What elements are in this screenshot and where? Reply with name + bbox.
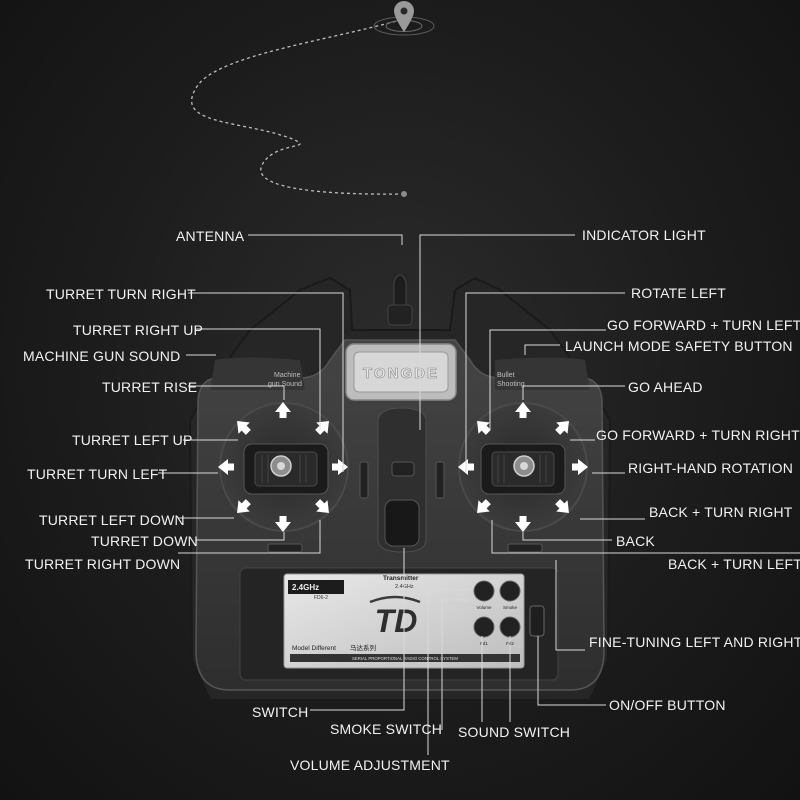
right-arrow-down-right-icon <box>555 499 569 513</box>
label-back-turn-right: BACK + TURN RIGHT <box>649 504 793 520</box>
fd2-switch[interactable] <box>499 616 521 638</box>
label-go-forward-turn-right: GO FORWARD + TURN RIGHT <box>596 427 800 443</box>
leader-volume-adjustment <box>427 589 470 755</box>
right-vertical-trim[interactable] <box>435 461 445 499</box>
right-stick[interactable] <box>513 455 535 477</box>
panel-frequency: 2.4GHz <box>292 583 319 592</box>
label-right-hand-rotation: RIGHT-HAND ROTATION <box>628 460 794 476</box>
left-horizontal-trim[interactable] <box>267 543 303 553</box>
leader-antenna <box>248 234 403 245</box>
label-switch: SWITCH <box>252 704 309 720</box>
label-sound-switch: SOUND SWITCH <box>458 724 571 740</box>
knob-volume-label: Volume <box>476 605 492 610</box>
left-arrow-down-right-icon <box>315 499 329 513</box>
right-arrow-up-right-icon <box>555 421 569 435</box>
left-arrow-up-right-icon <box>315 421 329 435</box>
leader-back <box>522 532 612 541</box>
label-turret-turn-left: TURRET TURN LEFT <box>27 466 168 482</box>
knob-fd1-label: Fd1 <box>480 641 488 646</box>
label-back-turn-left: BACK + TURN LEFT <box>668 556 800 572</box>
panel-footer: SERIAL PROPORTIONAL RADIO CONTROL SYSTEM <box>352 656 458 661</box>
on-off-button[interactable] <box>529 605 545 637</box>
left-vertical-trim[interactable] <box>359 461 369 499</box>
label-rotate-left: ROTATE LEFT <box>631 285 727 301</box>
panel-model-cn: 马达系列 <box>350 643 376 652</box>
smoke-switch[interactable] <box>499 580 521 602</box>
panel-logo: TD <box>375 603 418 639</box>
label-back: BACK <box>616 533 655 549</box>
panel-model: Model Different <box>292 645 336 652</box>
machine-gun-sound-print-1: Machine <box>274 372 301 379</box>
label-volume-adjustment: VOLUME ADJUSTMENT <box>290 757 450 773</box>
leader-launch-mode <box>524 344 560 355</box>
label-turret-rise: TURRET RISE <box>102 379 198 395</box>
leader-switch <box>310 548 405 711</box>
panel-transmitter: Transmitter <box>383 575 419 582</box>
left-arrow-down-icon <box>275 516 291 532</box>
leader-smoke-switch <box>441 599 468 730</box>
left-arrow-down-left-icon <box>237 499 251 513</box>
label-on-off-button: ON/OFF BUTTON <box>609 697 726 713</box>
label-turret-down: TURRET DOWN <box>91 533 198 549</box>
knob-smoke-label: Smoke <box>503 605 518 610</box>
label-go-ahead: GO AHEAD <box>628 379 703 395</box>
right-arrow-right-icon <box>572 459 588 475</box>
label-smoke-switch: SMOKE SWITCH <box>330 721 443 737</box>
right-arrow-up-icon <box>515 402 531 418</box>
brand-logo-text: TONGDE <box>363 365 439 382</box>
panel-model-small: FD6-2 <box>314 595 328 601</box>
leader-go-ahead <box>522 385 625 400</box>
leader-turret-turn-right <box>188 292 344 472</box>
location-pin-icon <box>373 1 435 36</box>
rc-transmitter <box>188 274 612 701</box>
leader-indicator-light <box>419 234 575 430</box>
bullet-shooting-print-1: Bullet <box>497 372 515 379</box>
right-arrow-down-left-icon <box>477 499 491 513</box>
leader-fine-tuning <box>555 560 585 651</box>
left-stick[interactable] <box>270 455 292 477</box>
leader-turret-rise <box>188 385 285 400</box>
right-arrow-up-left-icon <box>477 421 491 435</box>
label-turret-left-down: TURRET LEFT DOWN <box>39 512 185 528</box>
direction-arrows <box>218 402 588 532</box>
right-horizontal-trim[interactable] <box>507 543 543 553</box>
left-arrow-up-left-icon <box>237 421 251 435</box>
brand-plate <box>345 343 457 401</box>
leader-back-turn-left <box>491 520 800 554</box>
leader-on-off <box>537 636 606 706</box>
fd1-switch[interactable] <box>473 616 495 638</box>
leader-turret-right-up <box>196 328 321 430</box>
label-antenna: ANTENNA <box>176 228 245 244</box>
label-launch-mode-safety-button: LAUNCH MODE SAFETY BUTTON <box>565 338 793 354</box>
label-turret-right-down: TURRET RIGHT DOWN <box>25 556 181 572</box>
label-indicator-light: INDICATOR LIGHT <box>582 227 706 243</box>
leader-turret-right-down <box>178 520 321 554</box>
label-turret-left-up: TURRET LEFT UP <box>72 432 193 448</box>
leader-turret-down <box>196 532 285 541</box>
dashed-route-path <box>191 19 407 197</box>
label-machine-gun-sound: MACHINE GUN SOUND <box>23 348 181 364</box>
right-arrow-down-icon <box>515 516 531 532</box>
leader-rotate-left <box>465 292 625 472</box>
volume-knob[interactable] <box>473 580 495 602</box>
power-switch[interactable] <box>384 499 420 547</box>
label-turret-right-up: TURRET RIGHT UP <box>73 322 204 338</box>
left-arrow-up-icon <box>275 402 291 418</box>
device-text: TONGDE Machine gun Sound Bullet Shooting… <box>268 365 525 661</box>
leader-lines <box>158 234 800 755</box>
left-arrow-left-icon <box>218 459 234 475</box>
left-arrow-right-icon <box>332 459 348 475</box>
label-turret-turn-right: TURRET TURN RIGHT <box>46 286 196 302</box>
bullet-shooting-print-2: Shooting <box>497 381 525 388</box>
antenna <box>387 274 413 326</box>
label-go-forward-turn-left: GO FORWARD + TURN LEFT <box>607 317 800 333</box>
leader-go-forward-turn-left <box>489 329 606 430</box>
machine-gun-sound-print-2: gun Sound <box>268 381 302 388</box>
label-fine-tuning-left-and-right: FINE-TUNING LEFT AND RIGHT <box>589 634 800 650</box>
